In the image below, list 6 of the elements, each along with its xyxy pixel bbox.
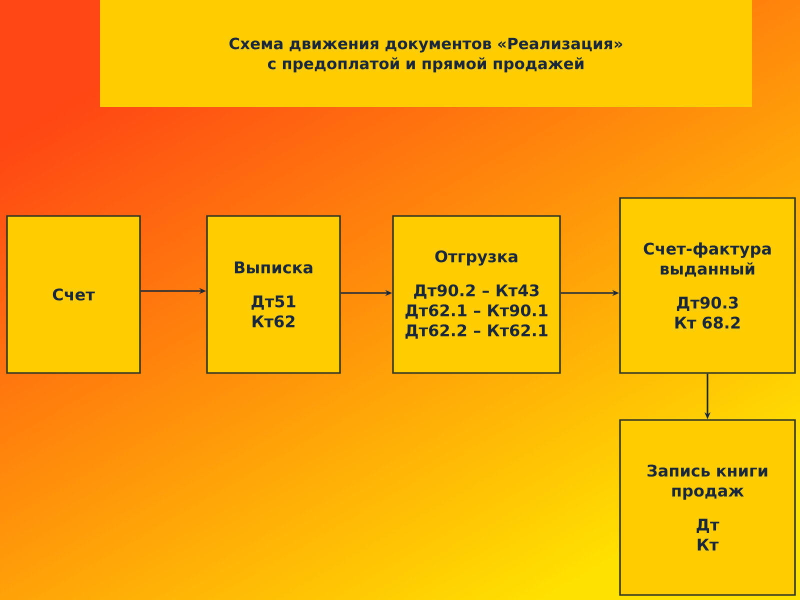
- process-box: Отгрузка Дт90.2 – Кт43 Дт62.1 – Кт90.1 Дт62.2 – Кт62.1: [392, 215, 561, 374]
- title: Схема движения документов «Реализация» с предоплатой и прямой продажей: [229, 38, 622, 72]
- process-box: Счет: [6, 215, 141, 374]
- process-box: Выписка Дт51 Кт62: [206, 215, 341, 374]
- process-box: Счет-фактура выданный Дт90.3 Кт 68.2: [619, 197, 796, 374]
- process-box: Запись книги продаж Дт Кт: [619, 419, 796, 596]
